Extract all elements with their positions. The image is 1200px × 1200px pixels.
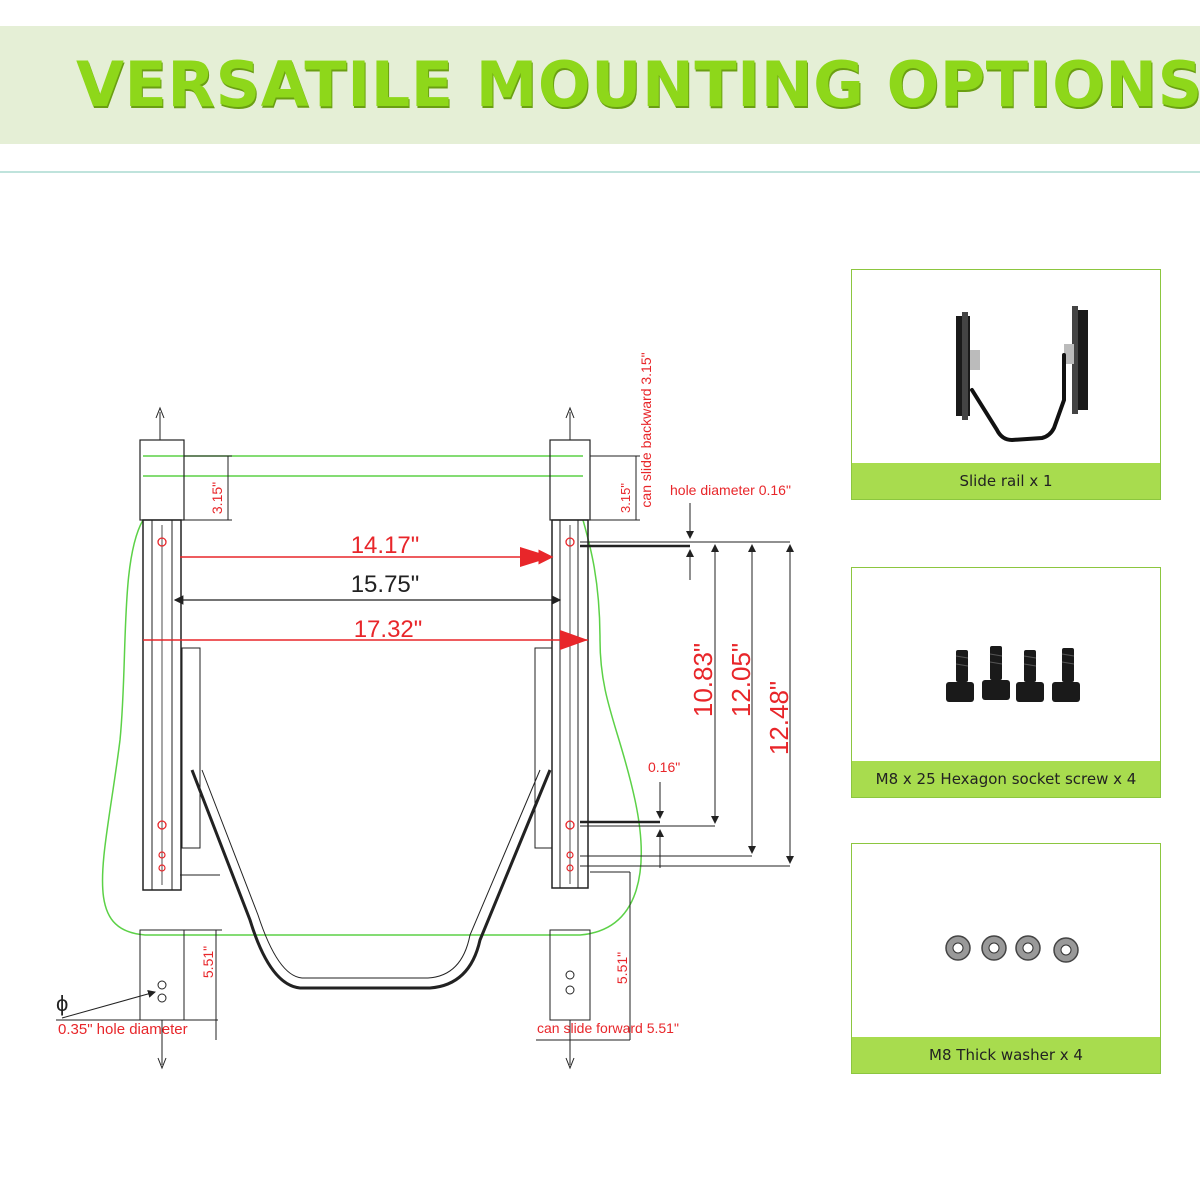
part-caption: M8 x 25 Hexagon socket screw x 4 [852,761,1160,797]
page-title: VERSATILE MOUNTING OPTIONS [76,48,1200,121]
slide-back-note: can slide backward 3.15" [638,352,654,507]
seat-outline [101,519,642,936]
part-card-hex-screw: M8 x 25 Hexagon socket screw x 4 [851,567,1161,798]
hole-small-label: 0.16" [648,759,680,775]
slide-rail-image [956,306,1088,443]
dim-label-10: 10.83" [688,643,718,717]
dim-label-12b: 12.48" [764,681,794,755]
rail-dimension-diagram: 14.17" 15.75" 17.32" 10.83" 12.05" 12.48… [56,352,794,1070]
slide-fwd-note: can slide forward 5.51" [537,1020,679,1036]
part-caption: M8 Thick washer x 4 [852,1037,1160,1073]
right-rail [534,406,591,1070]
dim-label-12a: 12.05" [726,643,756,717]
dim-arrow-17 [560,630,588,650]
header-band: VERSATILE MOUNTING OPTIONS [0,26,1200,144]
dim-label-17: 17.32" [354,616,423,643]
dim-arrow-14 [520,547,552,567]
phi-symbol: ϕ [56,991,68,1016]
part-card-washer: M8 Thick washer x 4 [851,843,1161,1074]
header-divider [0,171,1200,173]
slide-back-right-label: 3.15" [618,483,633,513]
slide-handle-bar [190,769,552,990]
hole-diameter-top-label: hole diameter 0.16" [670,482,791,498]
left-rail [139,406,201,1070]
part-card-slide-rail: Slide rail x 1 [851,269,1161,500]
slide-fwd-right-label: 5.51" [614,952,630,984]
part-caption: Slide rail x 1 [852,463,1160,499]
dim-label-15: 15.75" [351,571,420,598]
dim-label-14: 14.17" [351,532,420,559]
hole-diameter-bottom-label: 0.35" hole diameter [58,1021,188,1038]
hex-screw-image [946,646,1080,702]
slide-back-left-label: 3.15" [209,482,225,514]
slide-fwd-left-label: 5.51" [200,946,216,978]
washer-image [945,935,1079,963]
